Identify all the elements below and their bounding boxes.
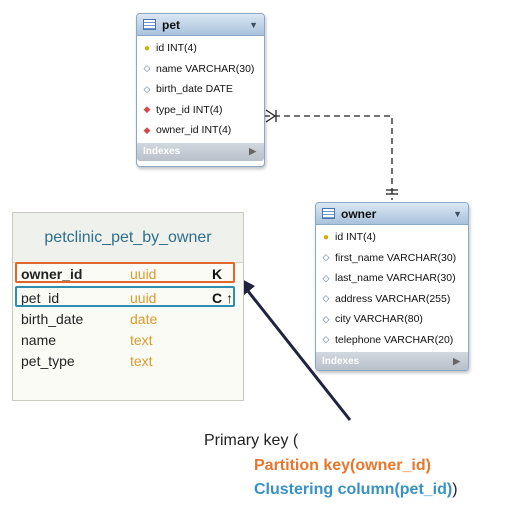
indexes-label: Indexes [143,146,181,157]
column-label: first_name VARCHAR(30) [335,251,457,264]
owner-column[interactable]: ◇ first_name VARCHAR(30) [316,248,468,269]
cql-row: pet_id uuid C ↑ [13,287,245,308]
chevron-down-icon[interactable]: ▼ [249,19,258,30]
column-label: birth_date DATE [156,83,233,96]
diamond-icon: ◇ [143,83,151,94]
expand-arrow-icon[interactable]: ▶ [249,146,256,156]
pet-column[interactable]: ◇ birth_date DATE [137,79,264,100]
diamond-icon: ◇ [322,252,330,263]
owner-table[interactable]: owner ▼ ● id INT(4) ◇ first_name VARCHAR… [315,202,469,371]
owner-table-header[interactable]: owner ▼ [316,203,468,225]
clustering-column-highlight [15,286,235,307]
column-type: text [130,352,153,369]
owner-column[interactable]: ● id INT(4) [316,227,468,248]
owner-indexes-footer[interactable]: Indexes ▶ [316,352,468,370]
chevron-down-icon[interactable]: ▼ [453,208,462,219]
clustering-key-marker: C ↑ [212,289,233,306]
pet-column[interactable]: ◆ type_id INT(4) [137,100,264,121]
column-type: text [130,331,153,348]
owner-column[interactable]: ◇ address VARCHAR(255) [316,289,468,310]
cql-table-title: petclinic_pet_by_owner [13,213,243,263]
cql-row: birth_date date [13,308,245,329]
pet-indexes-footer[interactable]: Indexes ▶ [137,142,264,161]
owner-column[interactable]: ◇ last_name VARCHAR(30) [316,268,468,289]
column-label: address VARCHAR(255) [335,292,451,305]
closing-paren: ) [452,481,458,498]
pet-table[interactable]: pet ▼ ● id INT(4) ◇ name VARCHAR(30) ◇ b… [136,13,265,167]
owner-column[interactable]: ◇ city VARCHAR(80) [316,309,468,330]
diamond-icon: ◇ [322,272,330,283]
cql-row: name text [13,329,245,350]
key-icon: ● [322,231,330,243]
indexes-label: Indexes [322,355,360,367]
foreign-key-icon: ◆ [143,124,151,135]
clustering-column-text: Clustering column(pet_id) [254,481,453,498]
column-label: id INT(4) [156,42,197,55]
column-type: date [130,310,158,327]
key-icon: ● [143,42,151,54]
cql-row: owner_id uuid K [13,263,245,284]
diamond-icon: ◇ [143,63,151,74]
column-label: last_name VARCHAR(30) [335,272,456,285]
foreign-key-icon: ◆ [143,104,151,115]
diamond-icon: ◇ [322,293,330,304]
pet-table-header[interactable]: pet ▼ [137,14,264,36]
column-label: city VARCHAR(80) [335,313,423,326]
pet-column[interactable]: ◇ name VARCHAR(30) [137,59,264,80]
one-marker [386,189,398,195]
column-name: pet_type [21,352,75,369]
column-label: name VARCHAR(30) [156,62,255,75]
cql-row: pet_type text [13,350,245,371]
owner-table-title: owner [341,206,377,221]
column-name: owner_id [21,265,83,282]
column-name: birth_date [21,310,84,327]
column-label: telephone VARCHAR(20) [335,333,454,346]
primary-key-arrow [242,285,352,421]
crows-foot-marker [265,109,277,123]
diamond-icon: ◇ [322,334,330,345]
column-type: uuid [130,289,157,306]
column-label: owner_id INT(4) [156,124,232,137]
owner-column[interactable]: ◇ telephone VARCHAR(20) [316,330,468,351]
table-icon [322,208,335,219]
partition-key-highlight [15,262,235,283]
pet-column[interactable]: ◆ owner_id INT(4) [137,120,264,141]
primary-key-caption: Primary key ( [204,432,299,449]
partition-key-marker: K [212,265,223,282]
expand-arrow-icon[interactable]: ▶ [453,355,460,366]
clustering-column-caption: Clustering column(pet_id)) [254,481,458,499]
partition-key-caption: Partition key(owner_id) [254,457,431,474]
column-name: pet_id [21,289,60,306]
column-type: uuid [130,265,157,282]
column-label: id INT(4) [335,231,376,244]
table-icon [143,19,156,30]
pet-column[interactable]: ● id INT(4) [137,38,264,59]
diamond-icon: ◇ [322,313,330,324]
relationship-line [264,115,393,200]
pet-table-title: pet [162,17,180,32]
column-label: type_id INT(4) [156,103,223,116]
column-name: name [21,331,57,348]
